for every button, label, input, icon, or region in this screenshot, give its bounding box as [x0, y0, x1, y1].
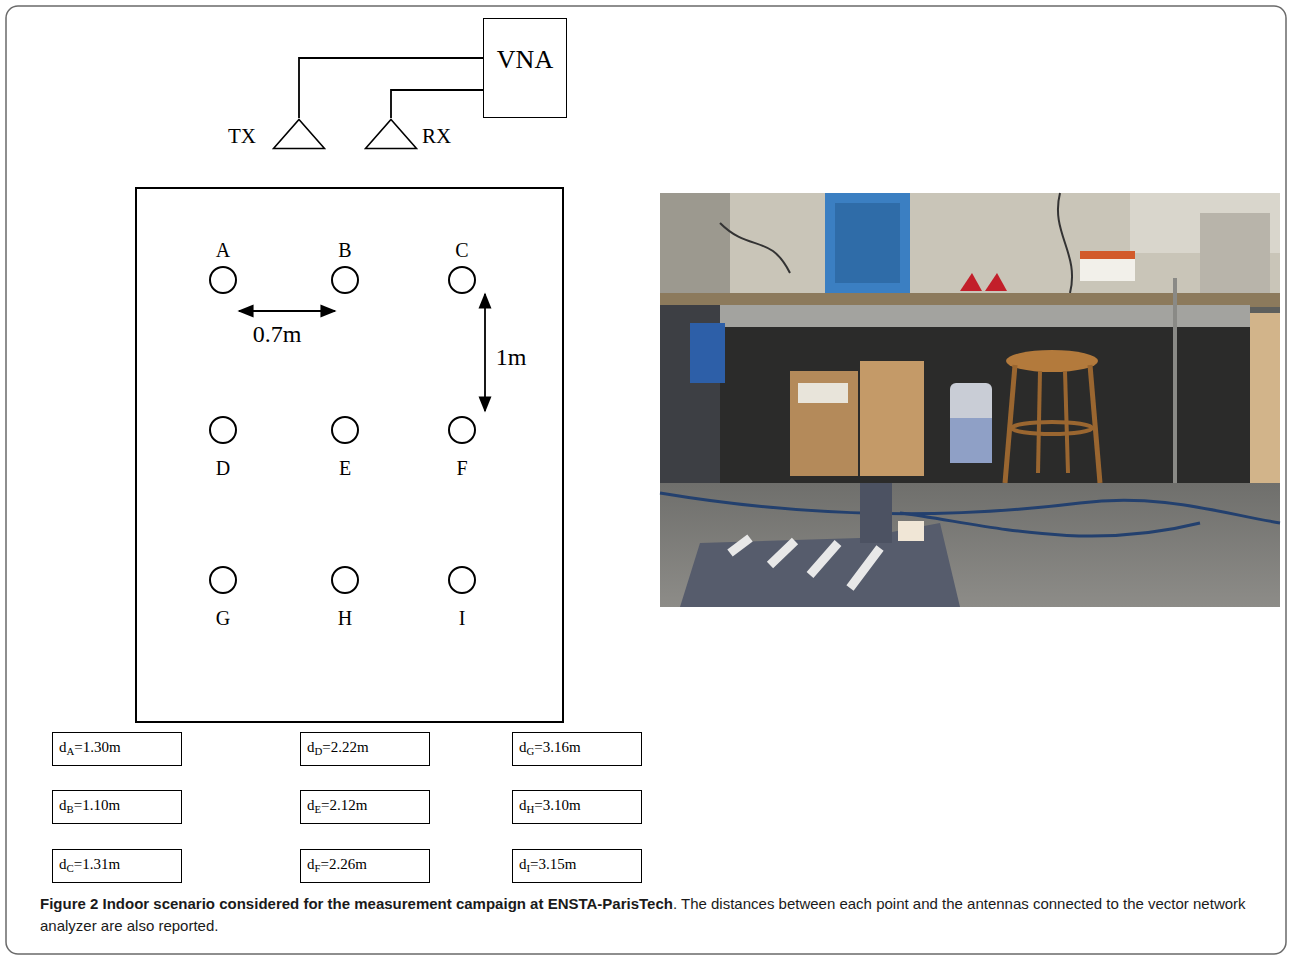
- measurement-point: C: [442, 238, 482, 294]
- distance-box: dA=1.30m: [52, 732, 182, 766]
- point-label: G: [216, 606, 230, 630]
- distance-box: dI=3.15m: [512, 849, 642, 883]
- measurement-point: A: [203, 238, 243, 294]
- distance-symbol: d: [519, 739, 527, 755]
- distance-subscript: E: [315, 803, 322, 815]
- antenna-node: RX: [364, 118, 464, 150]
- dimension-label: 1m: [496, 343, 527, 371]
- distance-subscript: C: [67, 862, 74, 874]
- distance-box: dH=3.10m: [512, 790, 642, 824]
- distance-value: =3.16m: [534, 739, 580, 755]
- distance-value: =1.10m: [74, 797, 120, 813]
- dimension-label: 0.7m: [253, 320, 302, 348]
- distance-label: dC=1.31m: [59, 854, 120, 878]
- distance-symbol: d: [307, 856, 315, 872]
- distance-symbol: d: [59, 856, 67, 872]
- distance-box: dE=2.12m: [300, 790, 430, 824]
- room-outline: [136, 188, 563, 722]
- distance-label: dB=1.10m: [59, 795, 120, 819]
- instrument-box: VNA: [483, 18, 567, 118]
- distance-symbol: d: [519, 797, 527, 813]
- point-circle: [203, 416, 243, 444]
- distance-label: dG=3.16m: [519, 737, 581, 761]
- point-label: F: [456, 456, 467, 480]
- distance-box: dB=1.10m: [52, 790, 182, 824]
- distance-box: dC=1.31m: [52, 849, 182, 883]
- distance-subscript: G: [527, 745, 535, 757]
- point-label: A: [216, 238, 230, 262]
- distance-box: dD=2.22m: [300, 732, 430, 766]
- point-label: B: [338, 238, 351, 262]
- antenna-node: TX: [226, 118, 328, 150]
- measurement-point: E: [325, 416, 365, 480]
- distance-value: =2.22m: [322, 739, 368, 755]
- point-label: H: [338, 606, 352, 630]
- wire-connector: [391, 90, 483, 118]
- point-label: I: [459, 606, 466, 630]
- distance-subscript: H: [527, 803, 535, 815]
- measurement-point: G: [203, 566, 243, 630]
- point-label: C: [455, 238, 468, 262]
- lab-photo: [660, 193, 1280, 607]
- distance-value: =2.26m: [321, 856, 367, 872]
- point-circle: [325, 416, 365, 444]
- point-circle: [325, 266, 365, 294]
- dimension-arrow: [484, 294, 486, 411]
- distance-value: =1.31m: [74, 856, 120, 872]
- point-label: E: [339, 456, 351, 480]
- figure-caption: Figure 2 Indoor scenario considered for …: [40, 893, 1255, 937]
- measurement-point: I: [442, 566, 482, 630]
- point-circle: [325, 566, 365, 594]
- distance-value: =3.15m: [530, 856, 576, 872]
- figure-frame: [6, 6, 1286, 954]
- distance-label: dF=2.26m: [307, 854, 367, 878]
- antenna-label: RX: [422, 124, 451, 148]
- distance-label: dH=3.10m: [519, 795, 581, 819]
- distance-label: dI=3.15m: [519, 854, 577, 878]
- caption-heading: Figure 2 Indoor scenario considered for …: [40, 895, 673, 912]
- distance-symbol: d: [307, 739, 315, 755]
- distance-label: dE=2.12m: [307, 795, 368, 819]
- point-circle: [203, 566, 243, 594]
- distance-value: =1.30m: [74, 739, 120, 755]
- point-circle: [203, 266, 243, 294]
- point-circle: [442, 266, 482, 294]
- distance-box: dF=2.26m: [300, 849, 430, 883]
- wire-connector: [299, 58, 483, 118]
- distance-value: =2.12m: [321, 797, 367, 813]
- distance-subscript: I: [527, 862, 531, 874]
- distance-label: dD=2.22m: [307, 737, 369, 761]
- point-circle: [442, 416, 482, 444]
- antenna-symbol: [272, 118, 326, 150]
- measurement-point: H: [325, 566, 365, 630]
- distance-symbol: d: [519, 856, 527, 872]
- distance-subscript: B: [67, 803, 74, 815]
- measurement-point: F: [442, 416, 482, 480]
- distance-value: =3.10m: [534, 797, 580, 813]
- point-label: D: [216, 456, 230, 480]
- distance-subscript: F: [315, 862, 321, 874]
- dimension-arrow: [239, 310, 335, 312]
- antenna-label: TX: [228, 124, 256, 148]
- distance-subscript: A: [67, 745, 75, 757]
- distance-symbol: d: [59, 739, 67, 755]
- antenna-symbol: [364, 118, 418, 150]
- measurement-point: D: [203, 416, 243, 480]
- distance-symbol: d: [307, 797, 315, 813]
- distance-subscript: D: [315, 745, 323, 757]
- measurement-point: B: [325, 238, 365, 294]
- point-circle: [442, 566, 482, 594]
- box-label: VNA: [497, 45, 553, 75]
- distance-label: dA=1.30m: [59, 737, 121, 761]
- distance-box: dG=3.16m: [512, 732, 642, 766]
- distance-symbol: d: [59, 797, 67, 813]
